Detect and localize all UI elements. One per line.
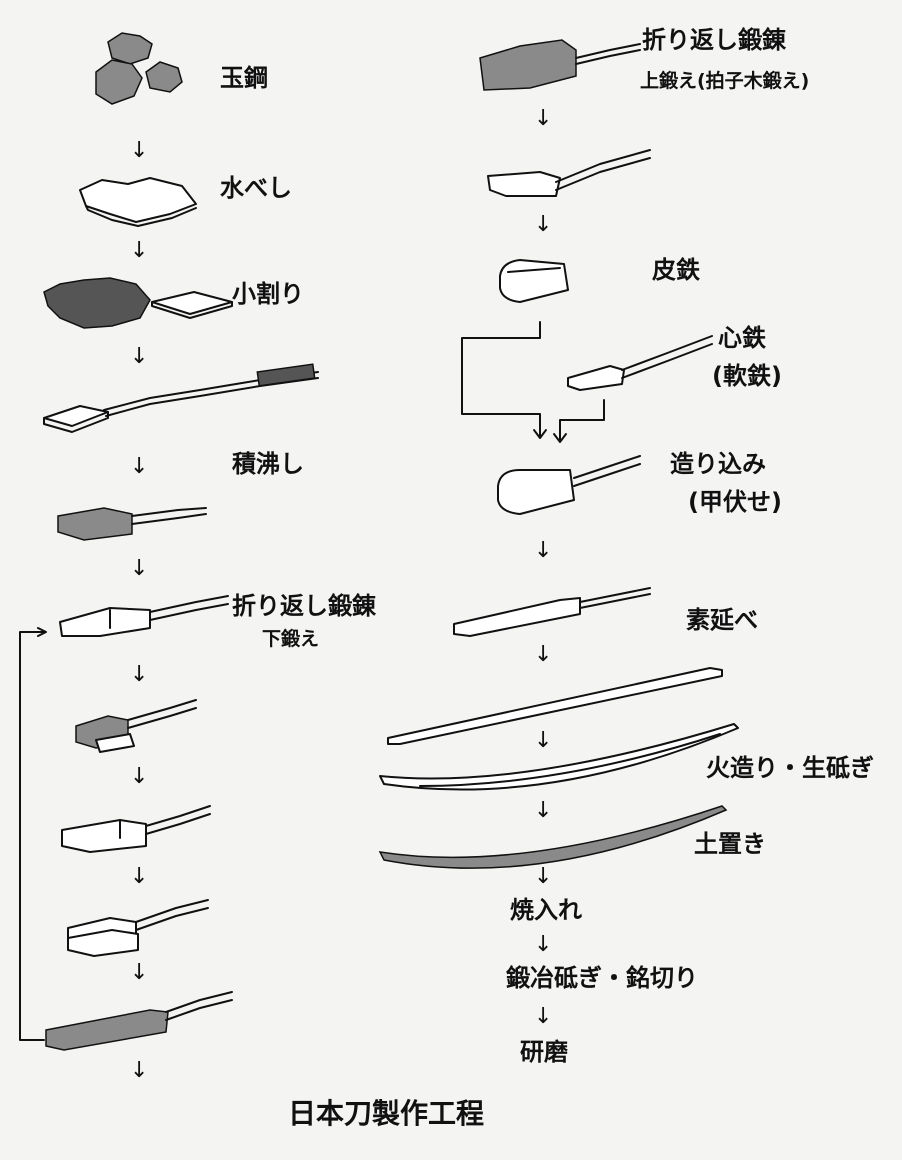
mizubeshi-plate-illustration <box>79 177 197 227</box>
label-yakiire: 焼入れ <box>510 896 582 924</box>
orikaeshi-left-illustration <box>59 595 229 637</box>
label-kowari: 小割り <box>232 280 304 308</box>
arrow-2: ↓ <box>130 238 149 263</box>
label-kajitogi: 鍛冶砥ぎ・銘切り <box>506 964 698 992</box>
arrow-4: ↓ <box>130 454 149 479</box>
agegitae-block-illustration <box>479 39 641 91</box>
kawagane-ushape-illustration <box>499 259 569 303</box>
arrow-r1: ↓ <box>534 106 553 131</box>
arrow-7: ↓ <box>130 764 149 789</box>
arrow-8: ↓ <box>130 864 149 889</box>
label-tsukurikomi-note: (甲伏せ) <box>688 488 782 516</box>
arrow-3: ↓ <box>130 344 149 369</box>
arrow-10: ↓ <box>130 1058 149 1083</box>
arrow-r9: ↓ <box>534 1004 553 1029</box>
kowari-pieces-illustration <box>43 277 233 329</box>
label-tsukurikomi: 造り込み <box>670 450 766 478</box>
tsuchioki-blade-illustration <box>378 805 728 869</box>
forged-bar-left-illustration <box>45 991 233 1051</box>
bar-on-rod-illustration <box>487 149 651 197</box>
tsukurikomi-wrapped-illustration <box>497 455 641 515</box>
label-mizubeshi: 水べし <box>220 174 292 202</box>
label-orikaeshi-left: 折り返し鍛錬 <box>232 592 376 620</box>
tsumiwakashi-block-illustration <box>57 507 207 541</box>
label-hizukuri: 火造り・生砥ぎ <box>706 754 874 782</box>
label-kawagane: 皮鉄 <box>652 256 700 284</box>
arrow-r3: ↓ <box>534 538 553 563</box>
label-shingane: 心鉄 <box>718 324 766 352</box>
fold-step-2-illustration <box>61 805 211 853</box>
shingane-rod-illustration <box>567 335 713 391</box>
arrow-5: ↓ <box>130 556 149 581</box>
plate-on-rod-illustration <box>43 363 319 433</box>
label-tamahagane: 玉鋼 <box>220 64 268 92</box>
label-sunobe: 素延べ <box>686 606 758 634</box>
long-bar-illustration <box>387 667 723 745</box>
arrow-r6: ↓ <box>534 798 553 823</box>
arrow-1: ↓ <box>130 138 149 163</box>
label-shingane-note: (軟鉄) <box>712 362 782 390</box>
merge-connectors <box>461 321 605 443</box>
label-tsuchioki: 土置き <box>694 830 766 858</box>
label-shitagitae: 下鍛え <box>262 628 320 650</box>
arrow-r7: ↓ <box>534 864 553 889</box>
tamahagane-rocks-illustration <box>95 32 183 105</box>
label-tsumiwakashi: 積沸し <box>232 450 304 478</box>
hizukuri-blade-illustration <box>379 723 739 791</box>
label-kenma: 研磨 <box>520 1038 568 1066</box>
arrow-r4: ↓ <box>534 642 553 667</box>
arrow-r8: ↓ <box>534 932 553 957</box>
label-agegitae: 上鍛え(拍子木鍛え) <box>640 70 810 92</box>
sunobe-bar-illustration <box>453 587 651 637</box>
arrow-r2: ↓ <box>534 212 553 237</box>
fold-step-3-illustration <box>67 899 209 957</box>
label-orikaeshi-right: 折り返し鍛錬 <box>642 26 786 54</box>
fold-step-1-illustration <box>75 699 197 753</box>
diagram-title: 日本刀製作工程 <box>288 1097 485 1130</box>
arrow-9: ↓ <box>130 960 149 985</box>
arrow-6: ↓ <box>130 662 149 687</box>
loop-back-bracket <box>19 627 47 1041</box>
arrow-r5: ↓ <box>534 728 553 753</box>
